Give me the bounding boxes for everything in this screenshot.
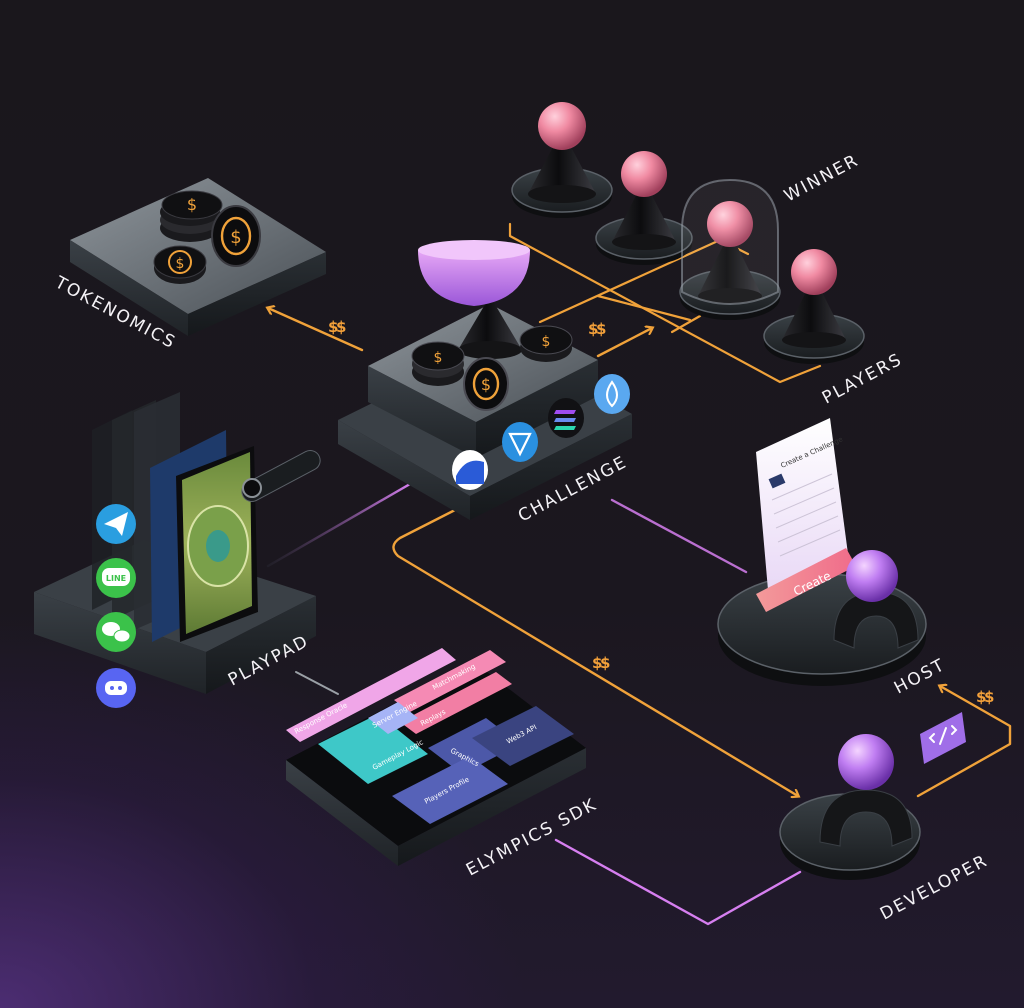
trophy-stem — [458, 296, 522, 350]
money-marker-tokenomics-2: $ — [336, 318, 346, 336]
flow-challenge-to-developer — [392, 508, 798, 796]
sdk-block-players-profile[interactable] — [392, 756, 508, 824]
line-icon[interactable]: LINE — [96, 558, 136, 598]
line-icon-text: LINE — [106, 574, 126, 583]
coin-dollar-icon: $ — [230, 227, 241, 248]
trophy-bowl — [418, 250, 530, 306]
challenge-coin-front: $ — [463, 357, 509, 411]
flow-challenge-to-players — [596, 328, 652, 358]
ton-icon[interactable] — [502, 422, 538, 462]
sdk-block-gameplay-logic[interactable] — [318, 714, 428, 784]
money-marker-developer: $ — [592, 654, 602, 672]
winner-pawn[interactable] — [679, 178, 781, 320]
host-arch — [833, 591, 919, 649]
tokenomics-slab-right — [188, 252, 326, 336]
flow-challenge-to-tokenomics — [268, 308, 364, 352]
flow-lines — [266, 222, 1012, 926]
challenge-coin-left: $ — [411, 341, 465, 386]
money-marker-developer-2: $ — [600, 654, 610, 672]
money-marker-host-2: $ — [984, 688, 994, 706]
solana-icon[interactable] — [548, 398, 584, 438]
sdk-slab-right — [398, 748, 586, 866]
developer-arch — [819, 789, 913, 847]
coin-dollar-icon: $ — [542, 334, 551, 350]
flow-sdk-to-developer — [554, 838, 802, 926]
developer-node[interactable]: DEVELOPER — [779, 712, 992, 924]
sdk-block-web3-api[interactable] — [472, 706, 574, 766]
challenge-node[interactable]: $ $ $ chain badge — [338, 240, 632, 526]
coin-dollar-icon: $ — [187, 195, 197, 214]
sdk-node[interactable]: Response Oracle Matchmaking Replays Serv… — [286, 648, 601, 880]
coin-dollar-icon: $ — [434, 350, 443, 366]
challenge-base-right — [470, 414, 632, 520]
discord-icon[interactable] — [96, 668, 136, 708]
host-orb — [846, 550, 898, 602]
coin-standing: $ — [211, 205, 261, 267]
flow-pawn-b — [596, 294, 692, 322]
create-challenge-card[interactable] — [756, 418, 848, 590]
code-icon — [920, 712, 966, 764]
players-node[interactable]: WINNER PLAYERS — [511, 102, 906, 408]
player-pawn-4[interactable] — [763, 249, 865, 364]
challenge-coin-right: $ — [519, 325, 573, 362]
winner-label: WINNER — [781, 150, 863, 206]
flow-developer-to-host — [916, 686, 1012, 798]
sdk-slab-left — [286, 760, 398, 866]
coin-stack: $ — [160, 190, 223, 242]
flow-pawn-c — [670, 314, 702, 334]
create-button[interactable] — [756, 548, 856, 612]
flow-challenge-to-host — [610, 498, 748, 574]
tokenomics-slab-top — [70, 178, 326, 314]
player-pawn-2[interactable] — [595, 151, 693, 265]
sdk-block-rewards[interactable] — [400, 672, 512, 734]
sdk-block-server-engine[interactable] — [368, 702, 418, 734]
telegram-icon[interactable] — [96, 504, 136, 544]
tokenomics-node[interactable]: $ $ $ TOKENOMICS — [51, 178, 326, 353]
developer-orb — [838, 734, 894, 790]
glass-dome — [681, 178, 779, 305]
challenge-base-left — [338, 420, 470, 520]
sui-icon[interactable] — [594, 374, 630, 414]
tokenomics-slab-left — [70, 240, 188, 336]
coin-front: $ — [153, 245, 207, 284]
playpad-node[interactable]: LINE PLAYPAD — [34, 392, 324, 708]
sdk-block-response-oracle[interactable] — [286, 648, 456, 742]
player-pawn-1[interactable] — [511, 102, 613, 218]
flow-playpad-to-challenge — [266, 482, 412, 568]
money-marker-host: $ — [976, 688, 986, 706]
chain-badge-1[interactable]: chain badge — [452, 450, 488, 490]
challenge-block-left — [368, 366, 476, 458]
host-node[interactable]: Create a Challenge Create HOST — [717, 418, 949, 698]
sdk-block-matchmaking[interactable] — [394, 650, 506, 712]
money-marker-tokenomics: $ — [328, 318, 338, 336]
wechat-icon[interactable] — [96, 612, 136, 652]
playpad-slab-right — [206, 596, 316, 694]
money-marker-players: $ — [588, 320, 598, 338]
coin-dollar-icon: $ — [481, 375, 491, 394]
coin-dollar-icon: $ — [176, 256, 185, 272]
money-marker-players-2: $ — [596, 320, 606, 338]
flow-playpad-to-sdk — [295, 671, 339, 695]
